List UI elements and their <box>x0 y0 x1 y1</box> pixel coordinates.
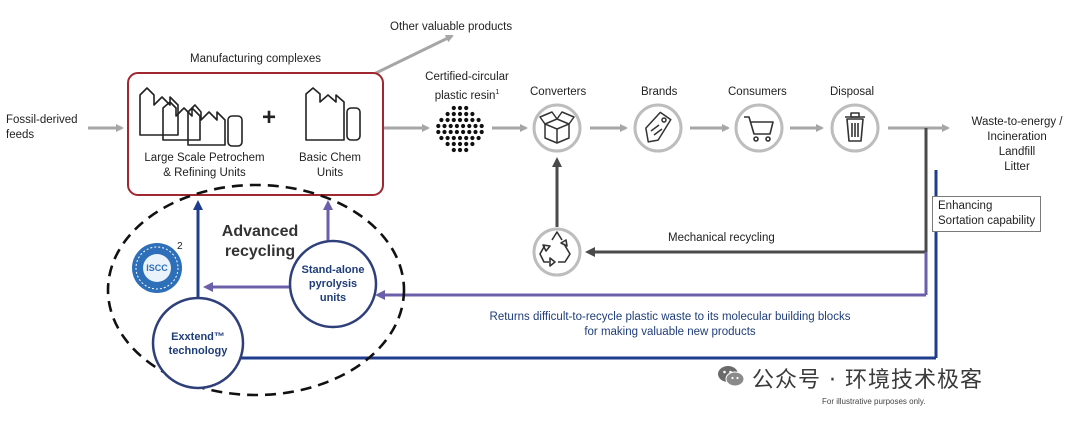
main-flow-arrows <box>88 34 950 132</box>
resin-pellet-dot <box>457 147 463 153</box>
resin-pellet-dot <box>464 141 469 147</box>
resin-pellet-dot <box>445 117 450 123</box>
fossil-feeds-label: Fossil-derived feeds <box>6 114 78 141</box>
consumers-node <box>734 103 784 153</box>
manufacturing-complexes-label: Manufacturing complexes <box>190 53 322 65</box>
resin-pellet-dot <box>451 147 456 153</box>
exxtend-technology-label: Exxtend™ technology <box>168 331 228 357</box>
resin-pellet-dot <box>476 135 481 141</box>
resin-pellet-dot <box>451 135 456 141</box>
resin-pellet-dot <box>439 135 444 141</box>
resin-pellet-dot <box>436 129 441 135</box>
resin-pellet-dot <box>439 117 444 123</box>
end-of-life-label: Waste-to-energy / Incineration Landfill … <box>971 116 1063 173</box>
resin-pellet-dot <box>461 129 466 135</box>
stand-alone-pyrolysis-label: Stand-alone pyrolysis units <box>301 264 365 304</box>
node-circles <box>532 103 880 277</box>
advanced-recycling-dashed-boundary <box>106 183 406 397</box>
resin-pellet-dot <box>448 129 453 135</box>
resin-pellet-dot <box>457 141 463 147</box>
resin-pellet-dot <box>445 111 450 117</box>
converters-label: Converters <box>530 86 587 98</box>
brands-label: Brands <box>641 86 678 98</box>
resin-pellet-dot <box>448 123 453 129</box>
exxtend-technology-node <box>151 296 245 390</box>
resin-pellet-dot <box>436 123 441 129</box>
resin-pellet-dot <box>470 117 475 123</box>
resin-pellet-dot <box>470 111 475 117</box>
box-icon <box>539 111 575 144</box>
resin-pellet-dot <box>445 141 450 147</box>
manufacturing-complex-box <box>127 72 384 196</box>
converters-node <box>532 103 582 153</box>
resin-pellet-dot <box>445 135 450 141</box>
pyrolysis-purple-loop <box>203 200 928 300</box>
arrow-to-other-products <box>373 34 454 76</box>
plus-sign: + <box>262 104 277 131</box>
resin-pellet-dot <box>464 147 469 153</box>
iscc-badge-text: ISCC <box>146 263 168 273</box>
resin-pellet-dot <box>457 135 463 141</box>
resin-pellet-dot <box>464 111 469 117</box>
resin-pellet-dot <box>470 141 475 147</box>
resin-pellet-dot <box>476 117 481 123</box>
sortation-capability-box: Enhancing Sortation capability <box>932 196 1042 232</box>
resin-pellet-dot <box>457 105 463 111</box>
advanced-recycling-label: Advanced recycling <box>221 223 299 260</box>
resin-pellet-dot <box>454 129 459 135</box>
resin-pellet-dot <box>451 105 456 111</box>
resin-pellet-dot <box>451 111 456 117</box>
watermark-text: 公众号 · 环境技术极客 <box>752 368 983 393</box>
resin-pellet-dot <box>451 117 456 123</box>
resin-pellet-dot <box>464 135 469 141</box>
stand-alone-pyrolysis-node <box>288 239 378 329</box>
resin-pellet-dot <box>451 141 456 147</box>
wechat-icon <box>716 361 746 391</box>
resin-pellet-dot <box>479 129 484 135</box>
resin-pellet-dot <box>479 123 484 129</box>
resin-pellet-dot <box>464 117 469 123</box>
returns-description-label: Returns difficult-to-recycle plastic was… <box>489 311 851 338</box>
resin-pellet-dot <box>454 123 459 129</box>
certified-resin-label: Certified-circular plastic resin1 <box>425 71 509 102</box>
resin-pellet-dot <box>473 129 478 135</box>
iscc-footnote-marker: 2 <box>177 241 183 252</box>
cart-icon <box>744 116 774 142</box>
mechanical-recycling-label: Mechanical recycling <box>668 232 775 244</box>
iscc-badge-icon <box>132 243 182 293</box>
basic-chem-units-label: Basic Chem Units <box>299 152 361 179</box>
illustrative-footnote: For illustrative purposes only. <box>822 397 926 406</box>
resin-pellet-dot <box>442 123 447 129</box>
resin-pellet-dot <box>467 129 472 135</box>
consumers-label: Consumers <box>728 86 787 98</box>
tag-icon <box>645 111 672 143</box>
resin-pellet-dot <box>464 105 469 111</box>
resin-pellet-dot <box>470 135 475 141</box>
brands-node <box>633 103 683 153</box>
resin-pellet-dot <box>457 111 463 117</box>
factory-icon <box>305 87 361 141</box>
mechanical-recycling-node <box>532 227 582 277</box>
resin-pellet-dot <box>467 123 472 129</box>
disposal-label: Disposal <box>830 86 875 98</box>
recycle-icon <box>539 231 571 267</box>
mechanical-recycling-arrows <box>552 128 928 257</box>
large-scale-units-label: Large Scale Petrochem & Refining Units <box>144 152 265 179</box>
resin-pellet-dot <box>473 123 478 129</box>
trash-icon <box>845 112 865 142</box>
resin-pellet-dot <box>457 117 463 123</box>
factory-icon <box>139 87 243 147</box>
resin-pellet-dot <box>461 123 466 129</box>
plastic-resin-pellets-icon <box>436 105 484 153</box>
other-products-label: Other valuable products <box>390 21 513 33</box>
resin-pellet-dot <box>442 129 447 135</box>
